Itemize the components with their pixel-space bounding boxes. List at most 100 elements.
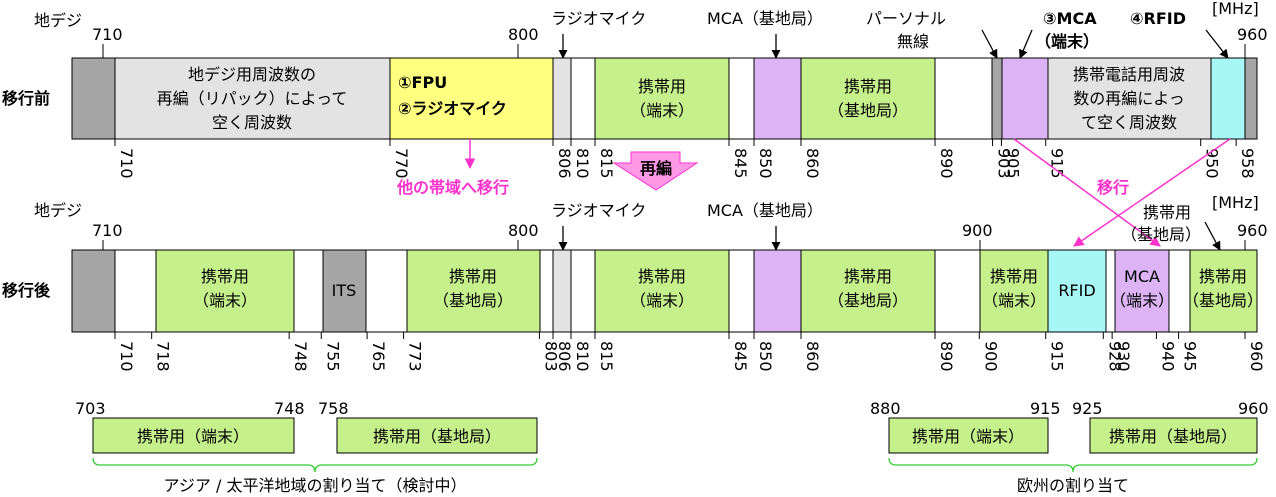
- block-after-its: [322, 249, 367, 333]
- ticks-after-label-960: 960: [1247, 341, 1266, 372]
- block-before-mca-terminal: [1001, 57, 1049, 140]
- block-before-mobile-base: [800, 57, 936, 140]
- ticks-after-label-940: 940: [1158, 341, 1177, 372]
- personal-radio-label-line2: 無線: [897, 32, 929, 51]
- ticks-after-label-806: 806: [555, 341, 574, 372]
- after-base2-line2: （基地局）: [828, 291, 908, 310]
- after-base3-line1: 携帯用: [1199, 267, 1247, 286]
- personal-radio-pointer: [981, 29, 998, 59]
- block-after-gap-765: [365, 249, 408, 333]
- mca-base-label-before: MCA（基地局）: [707, 9, 823, 28]
- after-rfid-text: RFID: [1058, 281, 1095, 300]
- asia-tick-703: 703: [75, 399, 106, 418]
- reorg-label: 再編: [640, 159, 672, 178]
- rfid-label-before: ④RFID: [1130, 9, 1186, 28]
- after-term3-line2: （端末）: [982, 291, 1046, 310]
- mca-terminal-pointer: [1019, 29, 1033, 59]
- after-term2-line1: 携帯用: [638, 267, 686, 286]
- ticks-before-label-950: 950: [1203, 148, 1222, 179]
- ticks-after-label-928: 928: [1105, 341, 1124, 372]
- ticks-after-label-803: 803: [541, 341, 560, 372]
- ticks-before-label-845: 845: [731, 148, 750, 179]
- unit-label-before: [MHz]: [1212, 0, 1259, 18]
- block-after-mobile-terminal-900: [979, 249, 1049, 333]
- block-before-mobile-repack: [1047, 57, 1212, 140]
- ticks-after-label-915: 915: [1048, 341, 1067, 372]
- before-mobile-base-line1: 携帯用: [844, 77, 892, 96]
- right-repack-line2: 数の再編によっ: [1073, 89, 1185, 108]
- block-before-personal-radio: [991, 57, 1003, 140]
- after-mca-line2: （端末）: [1110, 291, 1174, 310]
- block-after-mca-terminal: [1114, 249, 1170, 333]
- block-before-fpu-radio-mic: [389, 57, 554, 140]
- ticks-before-label-958: 958: [1238, 148, 1257, 179]
- top-tick-after-900: 900: [962, 221, 993, 240]
- block-before-mca-base: [753, 57, 802, 140]
- block-after-gap-890: [934, 249, 981, 333]
- ticks-after-label-815: 815: [597, 341, 616, 372]
- after-term2-line2: （端末）: [630, 291, 694, 310]
- ticks-before-label-815: 815: [597, 148, 616, 179]
- ticks-before-label-890: 890: [937, 148, 956, 179]
- block-after-mobile-terminal-815: [594, 249, 730, 333]
- after-mobile-base-label-line1: 携帯用: [1143, 203, 1191, 222]
- personal-radio-label-line1: パーソナル: [866, 9, 946, 28]
- block-after-radio-mic: [552, 249, 572, 333]
- block-after-mobile-terminal-718: [155, 249, 295, 333]
- block-after-mobile-base-773: [406, 249, 541, 333]
- block-before-gap-890: [934, 57, 993, 140]
- block-before-rfid: [1210, 57, 1246, 140]
- europe-tick-915: 915: [1030, 399, 1061, 418]
- block-before-gap-810: [570, 57, 596, 140]
- europe-tick-880: 880: [870, 399, 901, 418]
- radio-mic-text: ②ラジオマイク: [398, 99, 507, 118]
- reorg-arrow: [612, 151, 699, 191]
- ticks-before-label-806: 806: [555, 148, 574, 179]
- top-tick-before-800: 800: [508, 25, 539, 44]
- after-term1-line1: 携帯用: [201, 267, 249, 286]
- block-after-gap-803: [539, 249, 554, 333]
- block-after-mobile-base-945: [1189, 249, 1258, 333]
- block-before-mobile-terminal: [594, 57, 730, 140]
- top-tick-after-800: 800: [508, 221, 539, 240]
- asia-base-block: [336, 417, 538, 454]
- ticks-after-label-765: 765: [369, 341, 388, 372]
- repack-text-line3: 空く周波数: [212, 113, 292, 132]
- top-tick-before-960: 960: [1237, 25, 1268, 44]
- repack-text-line1: 地デジ用周波数の: [188, 65, 316, 84]
- mca-terminal-label-line1: ③MCA: [1043, 9, 1097, 28]
- after-base3-line2: （基地局）: [1183, 291, 1263, 310]
- row-label-after: 移行後: [2, 281, 51, 300]
- block-before-gap-845: [728, 57, 755, 140]
- ticks-after-label-850: 850: [756, 341, 775, 372]
- asia-caption: アジア / 太平洋地域の割り当て（検討中）: [164, 476, 467, 495]
- block-before-repack: [114, 57, 391, 140]
- ticks-after-label-810: 810: [573, 341, 592, 372]
- before-mobile-term-line2: （端末）: [630, 101, 694, 120]
- mca-move-arrow: [1013, 138, 1161, 247]
- mobile-base-pointer-after: [1204, 221, 1221, 251]
- radio-mic-label-after: ラジオマイク: [551, 201, 646, 220]
- asia-brace: [92, 457, 538, 473]
- europe-tick-960: 960: [1238, 399, 1269, 418]
- rfid-move-arrow: [1073, 138, 1231, 247]
- chideji-label-before: 地デジ: [34, 11, 82, 30]
- asia-terminal-text: 携帯用（端末）: [137, 427, 249, 446]
- fpu-text: ①FPU: [398, 73, 447, 92]
- ticks-after-label-845: 845: [731, 341, 750, 372]
- block-before-end: [1244, 57, 1258, 140]
- chideji-label-after: 地デジ: [34, 201, 82, 220]
- after-mca-line1: MCA: [1124, 267, 1160, 286]
- block-after-mca-base: [753, 249, 802, 333]
- unit-label-after: [MHz]: [1212, 193, 1259, 212]
- ticks-after-label-860: 860: [803, 341, 822, 372]
- top-tick-before-710: 710: [92, 25, 123, 44]
- asia-terminal-block: [92, 417, 295, 454]
- row-label-before: 移行前: [2, 89, 50, 108]
- asia-base-text: 携帯用（基地局）: [373, 427, 501, 446]
- after-base1-line2: （基地局）: [433, 291, 513, 310]
- ticks-before-label-905: 905: [1003, 148, 1022, 179]
- block-after-gap-748: [293, 249, 324, 333]
